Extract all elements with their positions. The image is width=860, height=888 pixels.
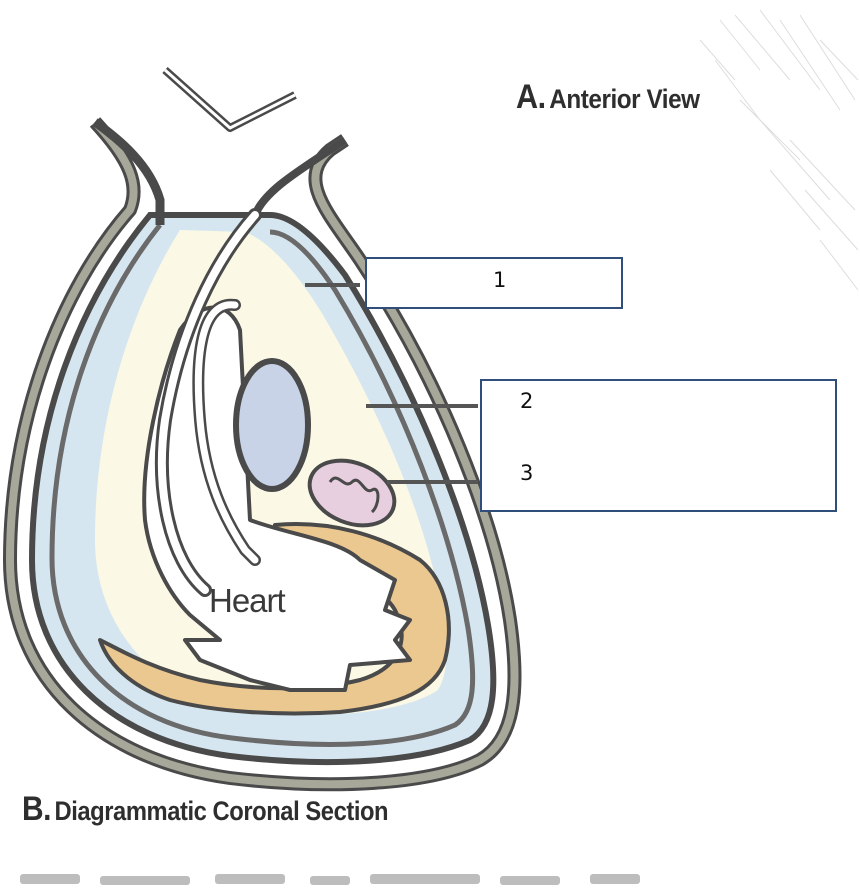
heading-b-text: Diagrammatic Coronal Section [54,796,389,826]
great-vessel-right [251,136,348,217]
heading-a-text: Anterior View [549,84,700,114]
heart-label: Heart [209,582,286,619]
heading-b-letter: B. [22,790,52,828]
label-box-2-3[interactable] [480,379,837,512]
great-vessel-outer [92,118,165,225]
esophagus-lumen [328,476,380,514]
heading-a-letter: A. [516,78,546,116]
sinus-vessel-inner [194,301,259,564]
heading-coronal-section: B. Diagrammatic Coronal Section [22,790,389,829]
heart-body [142,305,412,692]
heading-anterior-view: A. Anterior View [516,78,700,117]
label-number-2: 2 [520,389,534,413]
vessel-notch [162,67,297,132]
cropped-text-strip [20,874,640,885]
vessel-notch-inner [164,68,296,130]
label-box-1[interactable] [365,257,623,309]
ascending-vessel-inner [157,211,259,594]
label-number-1: 1 [493,268,507,292]
background-texture [699,9,859,291]
label-number-3: 3 [520,461,534,485]
serous-pericardium [49,223,476,747]
fibrous-layer [6,119,519,789]
pulmonary-vessel-blue [233,358,311,492]
